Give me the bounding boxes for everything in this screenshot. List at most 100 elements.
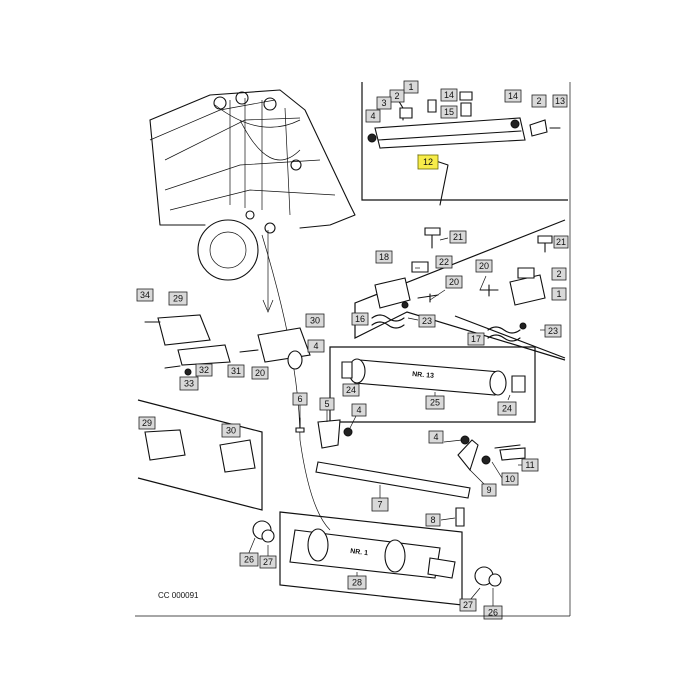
svg-text:27: 27: [463, 600, 473, 610]
callout-12-highlighted: 12: [417, 154, 439, 170]
svg-text:8: 8: [430, 515, 435, 525]
callout-16: 16: [351, 312, 369, 326]
svg-text:32: 32: [199, 365, 209, 375]
svg-text:33: 33: [184, 379, 194, 389]
callout-3-top: 3: [376, 96, 392, 110]
callout-24-b: 24: [497, 401, 517, 416]
svg-text:1: 1: [556, 289, 561, 299]
middle-hardware: [295, 417, 526, 527]
callout-5: 5: [319, 397, 335, 411]
callout-15: 15: [440, 105, 458, 119]
inset-upper-right: [361, 82, 568, 206]
svg-text:26: 26: [244, 555, 254, 565]
callout-30-a: 30: [305, 313, 325, 328]
svg-text:14: 14: [444, 90, 454, 100]
svg-text:17: 17: [471, 334, 481, 344]
svg-text:24: 24: [346, 385, 356, 395]
svg-text:28: 28: [352, 578, 362, 588]
svg-text:11: 11: [525, 460, 534, 470]
svg-text:4: 4: [313, 341, 318, 351]
callout-32: 32: [195, 363, 213, 377]
svg-text:22: 22: [439, 257, 449, 267]
svg-text:2: 2: [556, 269, 561, 279]
callout-4-left: 4: [307, 339, 325, 353]
callout-2-top: 2: [389, 89, 405, 103]
svg-text:31: 31: [231, 366, 241, 376]
callout-28: 28: [347, 575, 367, 590]
callout-21-a: 21: [449, 230, 467, 244]
svg-text:2: 2: [536, 96, 541, 106]
svg-text:2: 2: [394, 91, 399, 101]
callout-21-b: 21: [553, 235, 569, 249]
callout-10: 10: [501, 472, 519, 486]
svg-text:20: 20: [479, 261, 489, 271]
callout-6: 6: [292, 392, 308, 406]
roller-label-nr13: NR. 13: [412, 371, 434, 380]
svg-text:7: 7: [377, 500, 382, 510]
left-bracket-assemblies: [137, 314, 311, 511]
svg-text:3: 3: [381, 98, 386, 108]
svg-text:18: 18: [379, 252, 389, 262]
callout-26-b: 26: [483, 605, 503, 620]
svg-text:10: 10: [505, 474, 515, 484]
svg-text:5: 5: [324, 399, 329, 409]
callout-4-mid: 4: [351, 403, 367, 417]
callout-18: 18: [375, 250, 393, 264]
callout-20-a: 20: [445, 275, 463, 289]
svg-text:16: 16: [355, 314, 365, 324]
svg-text:29: 29: [142, 418, 152, 428]
svg-text:25: 25: [430, 398, 440, 408]
svg-text:4: 4: [356, 405, 361, 415]
svg-text:4: 4: [370, 111, 375, 121]
callout-17: 17: [467, 332, 485, 346]
inset-bracket-assembly: [354, 219, 566, 361]
callout-14-b: 14: [504, 89, 522, 103]
svg-text:26: 26: [488, 608, 498, 618]
callouts: 1 2 3 4 14 15 14 2 13 12 21 21 18 22 2 2…: [136, 80, 569, 620]
callout-20-b: 20: [475, 259, 493, 273]
svg-text:15: 15: [444, 107, 454, 117]
callout-24-a: 24: [342, 383, 360, 397]
callout-13: 13: [552, 94, 568, 108]
callout-27-a: 27: [259, 555, 277, 569]
svg-text:27: 27: [263, 557, 273, 567]
svg-text:12: 12: [423, 157, 433, 167]
callout-31: 31: [227, 364, 245, 378]
callout-19: 1: [551, 287, 567, 301]
svg-text:20: 20: [449, 277, 459, 287]
svg-text:23: 23: [548, 326, 558, 336]
svg-text:34: 34: [140, 290, 150, 300]
callout-29-b: 29: [138, 416, 156, 430]
svg-text:21: 21: [453, 232, 463, 242]
callout-7: 7: [371, 497, 389, 512]
baler-overview-drawing: [149, 89, 356, 531]
svg-text:9: 9: [486, 485, 491, 495]
callout-30-b: 30: [221, 423, 241, 438]
svg-text:30: 30: [226, 426, 236, 436]
roller-nr1-assembly: NR. 1: [252, 511, 502, 606]
svg-text:29: 29: [173, 294, 183, 304]
roller-nr13-assembly: NR. 13: [329, 346, 536, 423]
svg-text:13: 13: [555, 96, 565, 106]
callout-25: 25: [425, 395, 445, 410]
callout-22-a: 22: [435, 255, 453, 269]
svg-text:21: 21: [556, 237, 566, 247]
callout-1-top: 1: [403, 80, 419, 94]
svg-text:14: 14: [508, 91, 518, 101]
callout-4-right: 4: [428, 430, 444, 444]
svg-text:20: 20: [255, 368, 265, 378]
callout-27-b: 27: [459, 598, 477, 612]
roller-label-nr1: NR. 1: [350, 548, 369, 557]
callout-23-a: 23: [418, 314, 436, 328]
callout-22-b: 2: [551, 267, 567, 281]
callout-26-a: 26: [239, 552, 259, 567]
callout-20-c: 20: [251, 366, 269, 380]
svg-text:23: 23: [422, 316, 432, 326]
callout-34: 34: [136, 288, 154, 302]
callout-23-b: 23: [544, 324, 562, 338]
figure-code: CC 000091: [158, 591, 199, 600]
callout-33: 33: [179, 376, 199, 391]
callout-29-a: 29: [168, 291, 188, 306]
svg-text:24: 24: [502, 404, 512, 414]
